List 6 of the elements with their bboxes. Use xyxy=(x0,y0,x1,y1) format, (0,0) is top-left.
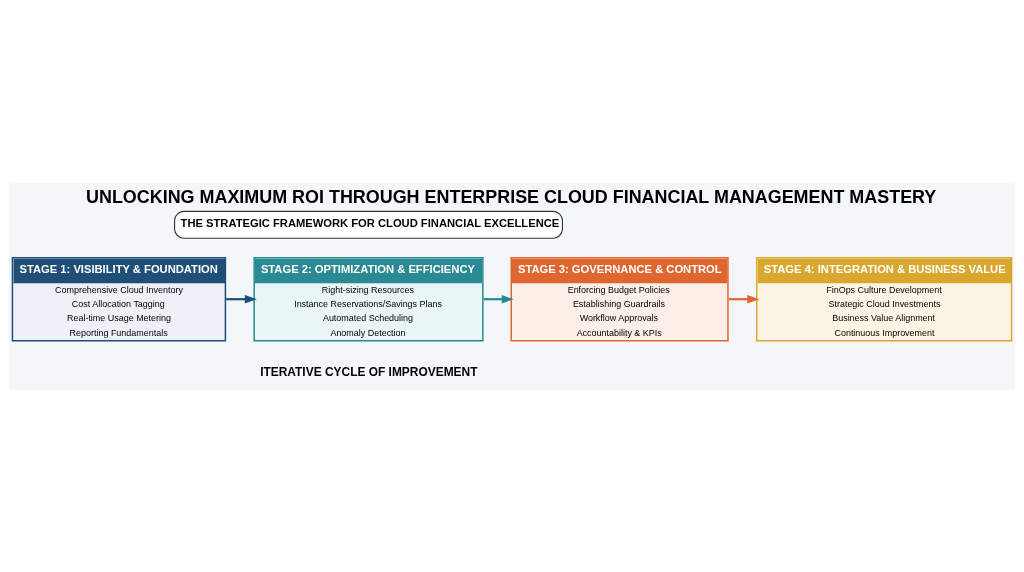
label: ITERATIVE CYCLE OF IMPROVEMENT xyxy=(260,364,478,379)
arrow xyxy=(483,294,514,303)
diagram-title: UNLOCKING MAXIMUM ROI THROUGH ENTERPRISE CLOUD FINANCIAL MANAGEMENT MASTERY xyxy=(86,186,937,207)
arrow xyxy=(226,294,257,303)
node-box: THE STRATEGIC FRAMEWORK FOR CLOUD FINANCIAL EXCELLENCE xyxy=(174,210,563,239)
arrow xyxy=(728,294,760,303)
